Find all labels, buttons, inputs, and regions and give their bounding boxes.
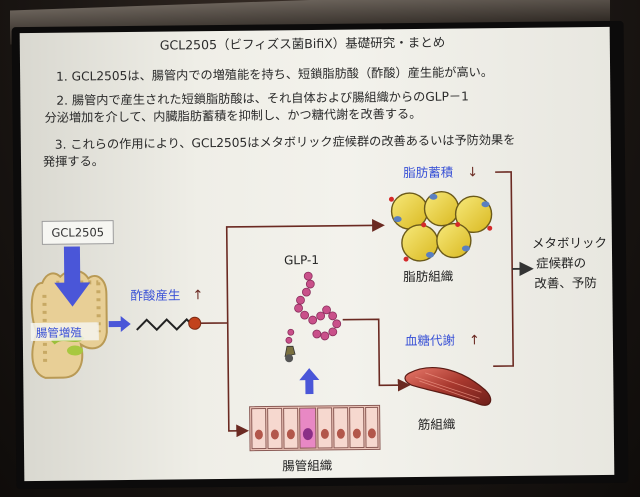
gut-label-bg — [30, 322, 99, 342]
metabolic-label-line-3: 改善、予防 — [534, 275, 597, 291]
adipose-tissue-label: 脂肪組織 — [403, 269, 454, 285]
intestinal-tissue-label: 腸管組織 — [282, 458, 333, 474]
projection-screen: GCL2505（ビフィズス菌BifiX）基礎研究・まとめ 1. GCL2505は… — [19, 26, 615, 482]
intestinal-epithelium — [249, 404, 381, 452]
adipocyte-nuclei — [388, 193, 493, 262]
glucose-metabolism-label: 血糖代謝 — [405, 333, 455, 349]
adipocyte-cluster — [390, 190, 493, 262]
arrow-to-intestine — [226, 322, 250, 438]
acetate-molecule — [136, 317, 194, 332]
glp1-anchor — [284, 345, 296, 357]
muscle-illustration — [404, 367, 492, 406]
arrow-to-muscle — [342, 318, 411, 392]
muscle-fibers — [415, 372, 482, 401]
blue-up-arrow — [299, 368, 320, 395]
gut-label: 腸管増殖 — [36, 325, 83, 339]
fat-down-arrow: ↓ — [467, 165, 478, 180]
diagram-graphics: 腸管増殖 酢酸産生 ↑ 脂肪蓄積 ↓ — [30, 165, 607, 474]
acetate-molecule-head — [188, 316, 202, 330]
glucose-up-arrow: ↑ — [469, 333, 480, 348]
blue-down-arrow — [54, 246, 91, 307]
blue-right-arrow — [108, 316, 131, 333]
fat-accumulation-label: 脂肪蓄積 — [403, 165, 454, 181]
bracket-line — [493, 171, 514, 367]
acetate-label: 酢酸産生 — [130, 287, 180, 303]
metabolic-label-line-2: 症候群の — [536, 255, 586, 271]
muscle-label: 筋組織 — [418, 417, 456, 432]
epithelium-nuclei — [254, 428, 376, 441]
glp1-peptide-chain — [285, 271, 342, 344]
glp1-label: GLP-1 — [284, 253, 319, 267]
acetate-up-arrow: ↑ — [192, 288, 203, 303]
arrow-to-adipose — [200, 219, 385, 325]
metabolic-label-line-1: メタボリック — [532, 235, 607, 251]
glp1-anchor-dot — [285, 354, 294, 363]
